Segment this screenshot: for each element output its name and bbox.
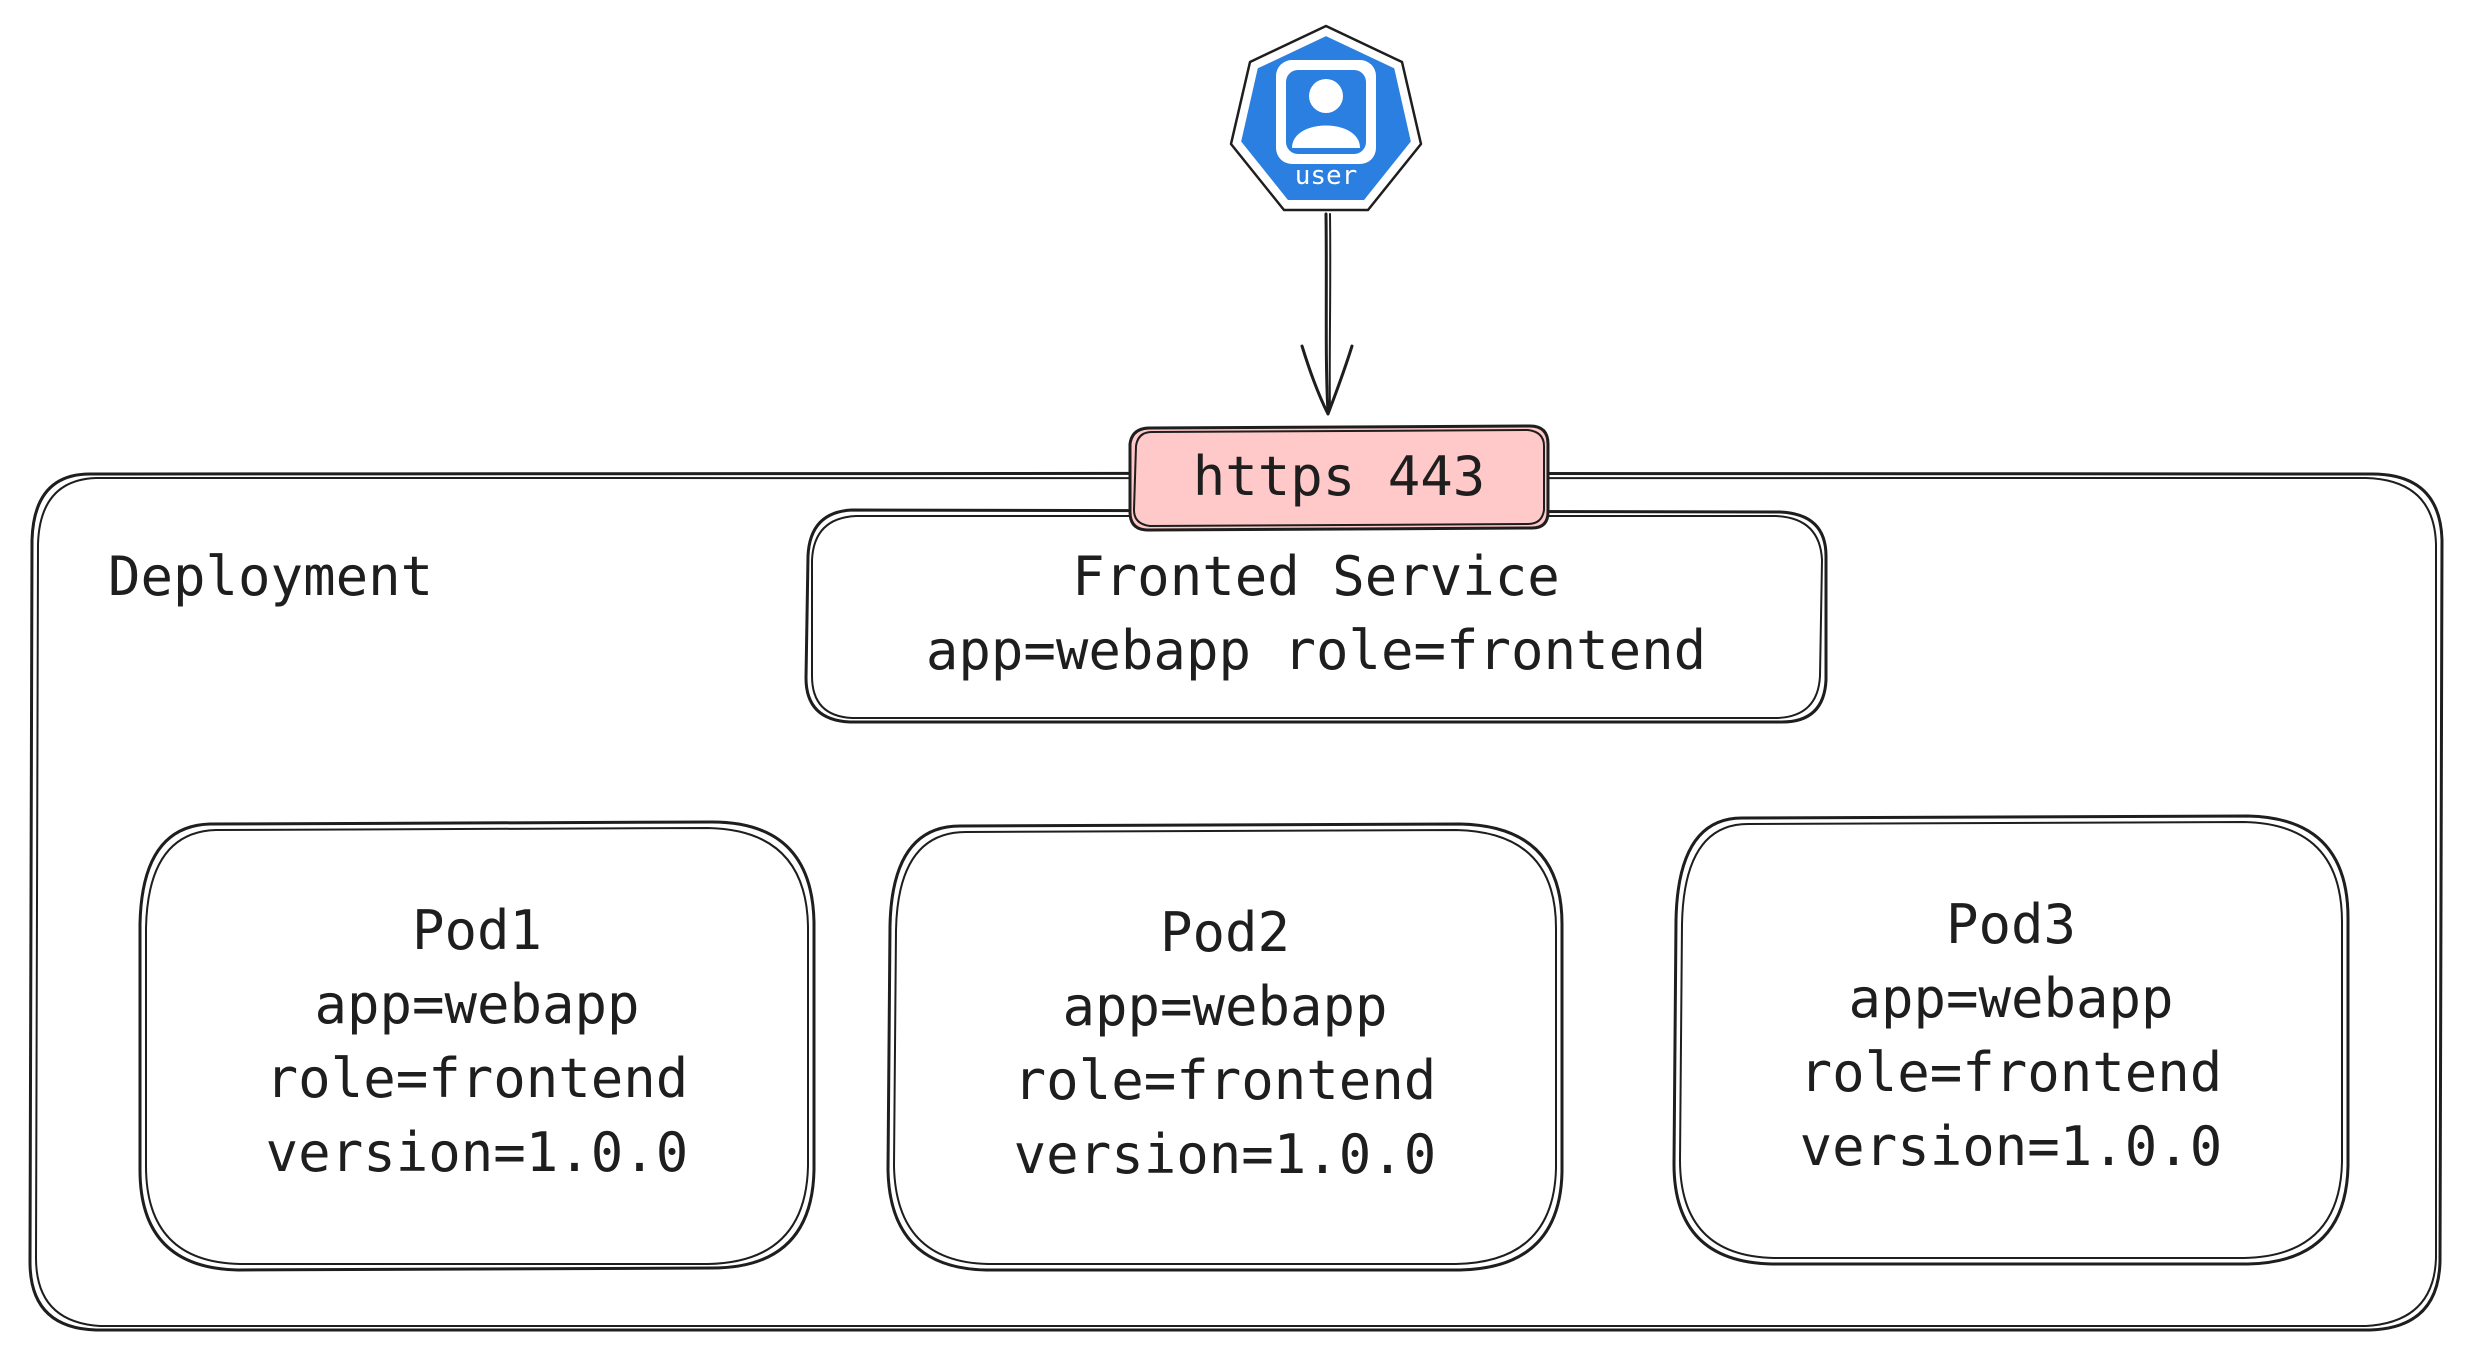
deployment-box — [28, 471, 2444, 1332]
pod-name: Pod3 — [1945, 893, 2077, 956]
service-title: Fronted Service — [1072, 545, 1560, 608]
pod-role-label: role=frontend — [1013, 1049, 1437, 1112]
user-node-label: user — [1294, 161, 1358, 191]
pod-app-label: app=webapp — [1848, 967, 2174, 1030]
pod-version-label: version=1.0.0 — [265, 1121, 689, 1184]
service-box — [804, 508, 1828, 724]
port-label: https 443 — [1192, 445, 1486, 508]
pod-app-label: app=webapp — [1062, 975, 1388, 1038]
port-badge — [1128, 424, 1550, 532]
pod-box-1 — [138, 820, 816, 1272]
pod-version-label: version=1.0.0 — [1013, 1123, 1437, 1186]
pod-box-3 — [1672, 814, 2350, 1266]
deployment-label: Deployment — [108, 545, 434, 608]
pod-role-label: role=frontend — [265, 1047, 689, 1110]
kubernetes-user-icon — [1229, 24, 1423, 212]
service-selector: app=webapp role=frontend — [925, 619, 1707, 682]
pod-role-label: role=frontend — [1799, 1041, 2223, 1104]
pod-box-2 — [886, 822, 1564, 1272]
pod-app-label: app=webapp — [314, 973, 640, 1036]
pod-name: Pod2 — [1159, 901, 1291, 964]
pod-name: Pod1 — [411, 899, 543, 962]
pod-version-label: version=1.0.0 — [1799, 1115, 2223, 1178]
user-to-port-arrow — [1300, 212, 1354, 416]
